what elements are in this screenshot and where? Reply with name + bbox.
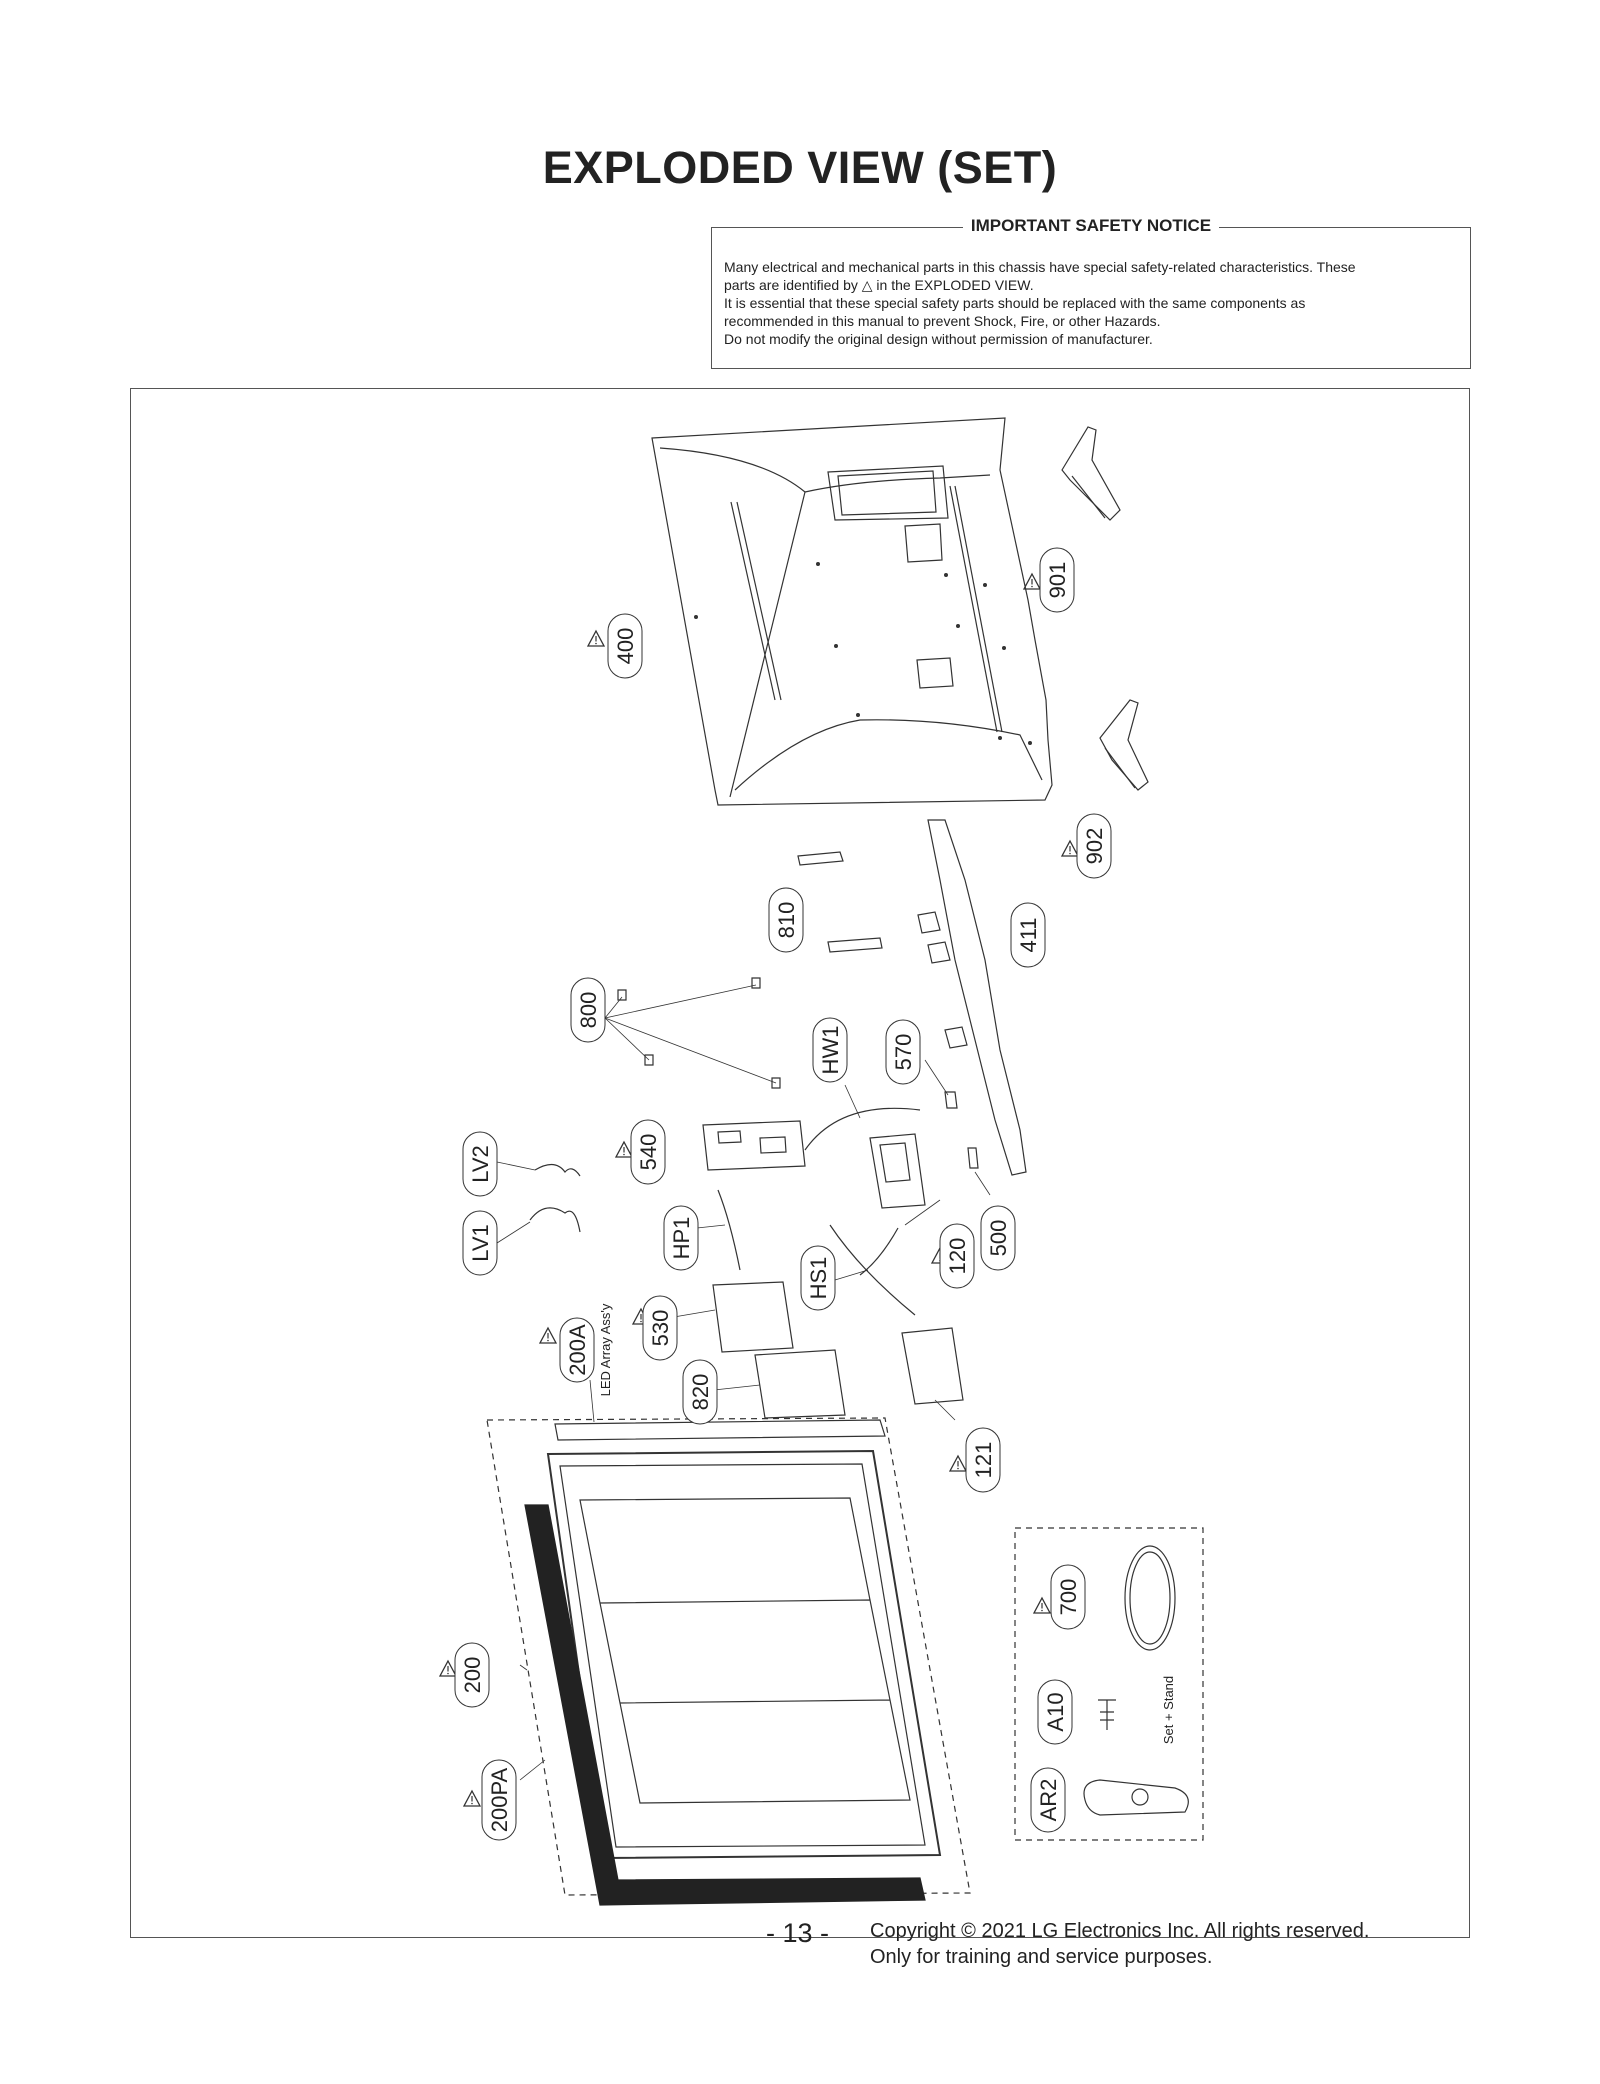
callout-810: 810 [774,902,799,939]
callout-820: 820 [688,1374,713,1411]
callout-530: 530 [648,1310,673,1347]
page-number: - 13 - [766,1918,830,1948]
callout-901: 901 [1045,562,1070,599]
bracket-411 [927,819,1027,1176]
callout-500: 500 [986,1220,1011,1257]
callout-902: 902 [1082,828,1107,865]
copyright-notice: Copyright © 2021 LG Electronics Inc. All… [870,1920,1370,1968]
callout-200a: 200A [565,1324,590,1376]
main-board-540 [702,1120,806,1171]
callout-700: 700 [1056,1579,1081,1616]
sheet-820 [754,1349,846,1419]
notice-line-4: recommended in this manual to prevent Sh… [724,313,1161,329]
screws-800 [617,977,781,1089]
cable-lv1 [529,1207,581,1233]
notice-line-2: parts are identified by △ in the EXPLODE… [724,277,1034,293]
power-supply-121 [901,1327,964,1405]
safety-notice-box: IMPORTANT SAFETY NOTICE Many electrical … [711,216,1471,369]
warning-icon: △ [861,277,873,293]
callout-hp1: HP1 [669,1217,694,1260]
callout-lv2: LV2 [468,1145,493,1183]
set-stand-label: Set + Stand [1161,1676,1176,1744]
cable-hw1 [804,1107,921,1151]
notice-line-1: Many electrical and mechanical parts in … [724,259,1356,275]
board-810-top [797,851,844,866]
callout-121: 121 [971,1442,996,1479]
callout-200pa: 200PA [487,1767,512,1832]
diagram-frame [130,388,1470,1938]
board-810-bottom [827,937,883,953]
connector-500 [967,1147,979,1169]
power-supply-120 [869,1133,926,1209]
panel-bezel-200pa [524,1504,926,1906]
callout-a10: A10 [1043,1692,1068,1731]
part-570 [944,1091,958,1109]
callout-540: 540 [636,1134,661,1171]
callout-lv1: LV1 [468,1224,493,1262]
callout-200: 200 [460,1657,485,1694]
stand-901 [1061,426,1121,521]
callout-ar2: AR2 [1036,1779,1061,1822]
power-cord-700 [1124,1545,1176,1651]
screw-a10 [1098,1699,1116,1730]
notice-line-3: It is essential that these special safet… [724,295,1306,311]
cable-lv2 [534,1163,581,1177]
led-array-200a [554,1419,886,1441]
callout-hw1: HW1 [818,1026,843,1075]
board-530 [712,1281,794,1353]
callout-411: 411 [1016,917,1041,952]
safety-notice-title: IMPORTANT SAFETY NOTICE [962,216,1220,235]
cable-hp1 [717,1189,741,1271]
callout-400: 400 [613,628,638,665]
remote-ar2 [1083,1779,1189,1816]
safety-notice-body: Many electrical and mechanical parts in … [724,258,1458,348]
page-title: EXPLODED VIEW (SET) [542,142,1058,193]
callout-120: 120 [945,1238,970,1275]
callout-800: 800 [576,992,601,1029]
back-cover-400 [651,417,1053,806]
callout-570: 570 [891,1034,916,1071]
callout-hs1: HS1 [806,1257,831,1300]
cable-hs1 [829,1224,916,1316]
led-array-label: LED Array Ass'y [598,1303,613,1396]
stand-902 [1099,699,1149,791]
warning-markers [439,573,1079,1807]
notice-line-5: Do not modify the original design withou… [724,331,1153,347]
